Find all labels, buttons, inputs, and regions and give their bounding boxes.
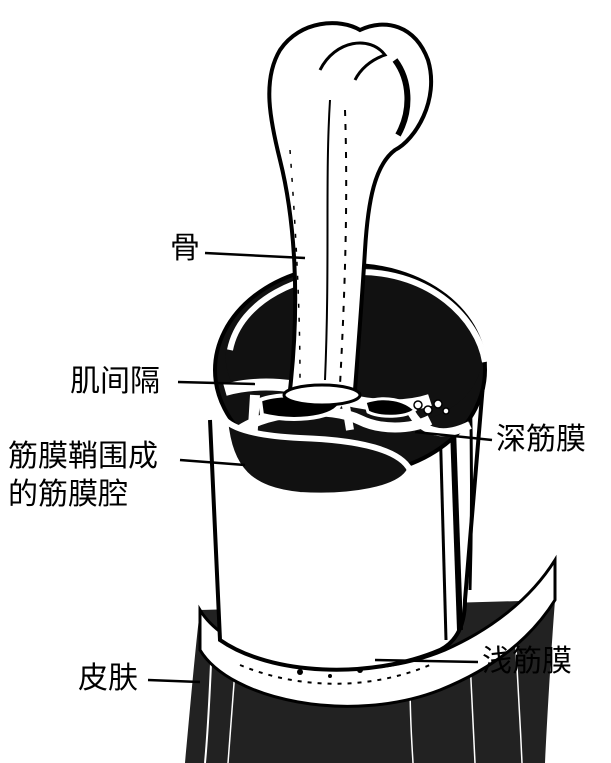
leader-lines <box>147 251 493 684</box>
label-superficial-fascia: 浅筋膜 <box>482 644 572 679</box>
label-skin: 皮肤 <box>78 661 138 696</box>
leader-skin <box>147 678 201 684</box>
leader-superficial-fascia <box>374 658 479 664</box>
leader-compartment <box>179 458 246 467</box>
label-bone: 骨 <box>170 231 200 266</box>
bone <box>267 21 434 407</box>
label-deep-fascia: 深筋膜 <box>496 422 586 457</box>
label-fascial-compartment: 筋膜鞘围成的筋膜腔 <box>8 439 158 512</box>
leader-septum <box>177 380 256 386</box>
leader-bone <box>204 251 306 260</box>
leader-deep-fascia <box>414 430 493 442</box>
label-intermuscular-septum: 肌间隔 <box>70 364 160 399</box>
